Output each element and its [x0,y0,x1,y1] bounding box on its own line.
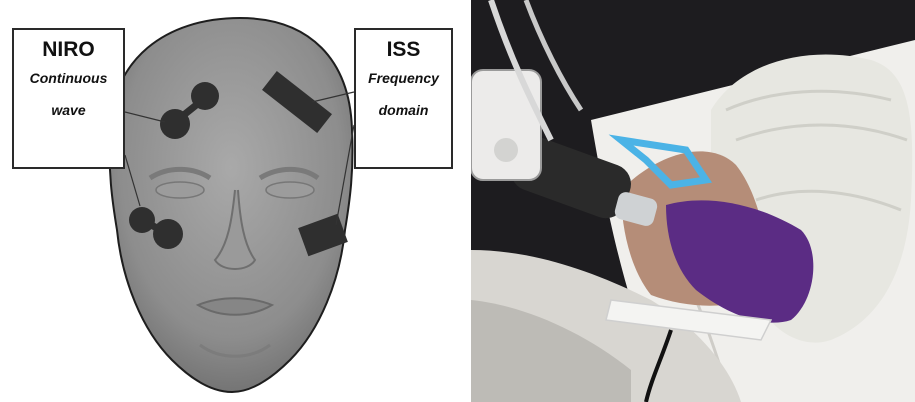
blue-clip [608,134,712,189]
iss-forehead-probe [262,70,332,134]
bandage-wrap-2 [735,123,908,142]
head-model-panel: NIRO Continuous wave ISS Frequency domai… [12,16,453,394]
left-eye [155,181,205,199]
niro-subtitle-line-1: Continuous [29,70,108,86]
niro-subtitle-line-2: wave [51,102,86,118]
iss-leader-line-1 [311,91,355,103]
chin [199,343,271,358]
patient-photo-panel [471,0,915,402]
iss-label-box: ISS Frequency domain [354,28,453,169]
mouth [195,297,275,316]
iss-subtitle-line-1: Frequency [368,70,439,86]
tubing-2 [523,0,584,112]
niro-label-box: NIRO Continuous wave [12,28,125,169]
bandage-wrap-3 [755,189,902,212]
niro-leader-line-2 [124,154,141,207]
left-brow [148,166,212,181]
bandage-wrap-1 [725,89,892,112]
purple-tape [666,200,814,323]
shirt-shadow [471,300,631,402]
niro-title: NIRO [42,38,95,61]
mouthpiece [614,192,658,226]
probe-cable [644,329,673,402]
chin-strap [605,299,773,341]
nose [213,189,257,270]
patient-photo [471,0,915,402]
tubing-1 [488,0,554,142]
head-model-illustration [108,16,355,394]
right-eye [265,181,315,199]
niro-leader-line-1 [124,111,166,123]
niro-forehead-probe-2 [191,82,219,110]
niro-temple-probe-2 [153,219,183,249]
niro-temple-probe-1 [129,207,155,233]
head-shape [108,16,354,394]
iss-title: ISS [386,38,421,61]
right-brow [258,166,320,181]
device-knob [494,138,518,162]
iss-leader-line-2 [335,124,355,226]
breathing-device [471,69,542,181]
iss-subtitle-line-2: domain [378,102,429,118]
niro-forehead-probe-1 [160,109,190,139]
iss-temple-probe [298,213,348,257]
